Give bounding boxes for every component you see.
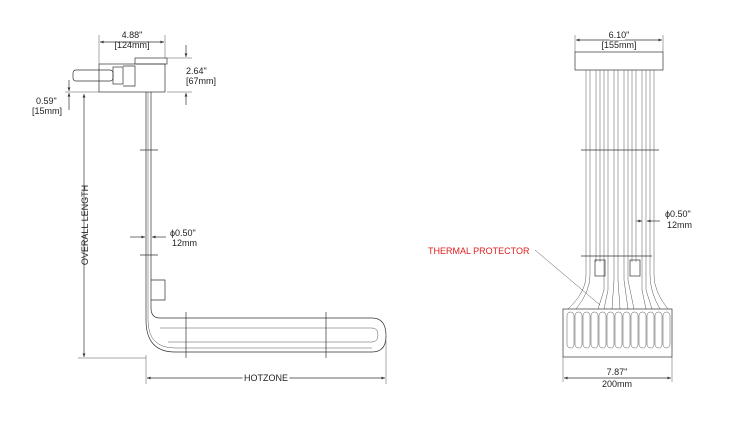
thermal-protector-left <box>594 259 606 277</box>
coil-loop <box>606 311 615 349</box>
hotzone-label: HOTZONE <box>244 373 288 383</box>
offset-in: 0.59" <box>36 96 57 106</box>
offset-mm: [15mm] <box>32 106 62 116</box>
coil-loop <box>590 311 599 349</box>
side-tube-diameter-in: ϕ0.50" <box>170 228 196 238</box>
coil-loop <box>614 311 623 349</box>
front-tubes <box>567 70 669 310</box>
overall-length-label: OVERALL LENGTH <box>80 185 90 265</box>
coil-loop <box>582 311 591 349</box>
thermal-protector-right <box>629 259 641 277</box>
head-height-mm: [67mm] <box>186 76 216 86</box>
coil-loop <box>646 311 655 349</box>
front-view: THERMAL PROTECTOR 6.10" [155mm] ϕ0.50" 1… <box>428 28 692 389</box>
thermal-protector-label: THERMAL PROTECTOR <box>428 246 530 256</box>
coil-loop <box>662 311 671 349</box>
coil-loop <box>622 311 631 349</box>
front-tube-diameter-in: ϕ0.50" <box>665 209 691 219</box>
side-tube-diameter-mm: 12mm <box>172 238 197 248</box>
coil-loop <box>574 311 583 349</box>
dimensions: 4.88" [124mm] 2.64" [67mm] 0.59" [15mm] … <box>32 30 387 385</box>
front-tube-diameter-mm: 12mm <box>667 220 692 230</box>
heater-tube <box>140 92 387 358</box>
coil-width-in: 7.87" <box>607 367 628 377</box>
front-head <box>574 51 664 71</box>
coil-width-mm: 200mm <box>602 379 632 389</box>
coil-block <box>562 308 673 358</box>
head-width-mm: [124mm] <box>114 40 149 50</box>
head-height-in: 2.64" <box>186 66 207 76</box>
coil-loop <box>654 311 663 349</box>
front-head-width-mm: [155mm] <box>601 40 636 50</box>
coil-loop <box>566 311 575 349</box>
terminal-head <box>72 57 168 93</box>
coil-loop <box>630 311 639 349</box>
coil-loop <box>598 311 607 349</box>
head-width-in: 4.88" <box>122 30 143 40</box>
side-view: 4.88" [124mm] 2.64" [67mm] 0.59" [15mm] … <box>32 30 387 385</box>
front-head-width-in: 6.10" <box>609 30 630 40</box>
coil-loop <box>638 311 647 349</box>
